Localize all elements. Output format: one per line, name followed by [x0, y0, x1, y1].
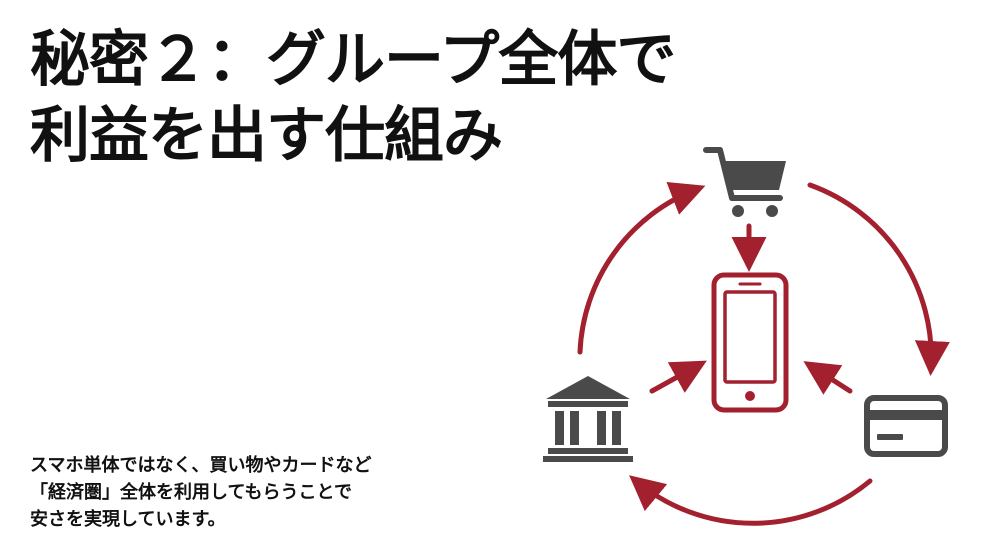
- shopping-cart-icon: [703, 147, 786, 217]
- arrow-bank-to-cart: [577, 182, 706, 355]
- caption-line-3: 安さを実現しています。: [30, 509, 226, 530]
- arrow-card-to-phone: [803, 361, 853, 395]
- credit-card-icon: [864, 395, 948, 457]
- caption-line-1: スマホ単体ではなく、買い物やカードなど: [30, 455, 372, 476]
- caption-line-2: 「経済圏」全体を利用してもらうことで: [30, 482, 353, 503]
- inner-arrows: [649, 223, 853, 395]
- arrow-cart-to-card: [807, 182, 950, 376]
- bank-icon: [543, 376, 633, 462]
- arrow-card-to-bank: [629, 475, 873, 526]
- arrow-bank-to-phone: [649, 360, 707, 394]
- page-title: 秘密２：グループ全体で 利益を出す仕組み: [30, 22, 750, 174]
- smartphone-icon: [711, 272, 789, 413]
- caption-text: スマホ単体ではなく、買い物やカードなど 「経済圏」全体を利用してもらうことで 安…: [30, 452, 470, 533]
- title-line-2: 利益を出す仕組み: [30, 101, 503, 171]
- title-line-1: 秘密２：グループ全体で: [30, 25, 676, 95]
- cycle-arrows: [577, 182, 950, 526]
